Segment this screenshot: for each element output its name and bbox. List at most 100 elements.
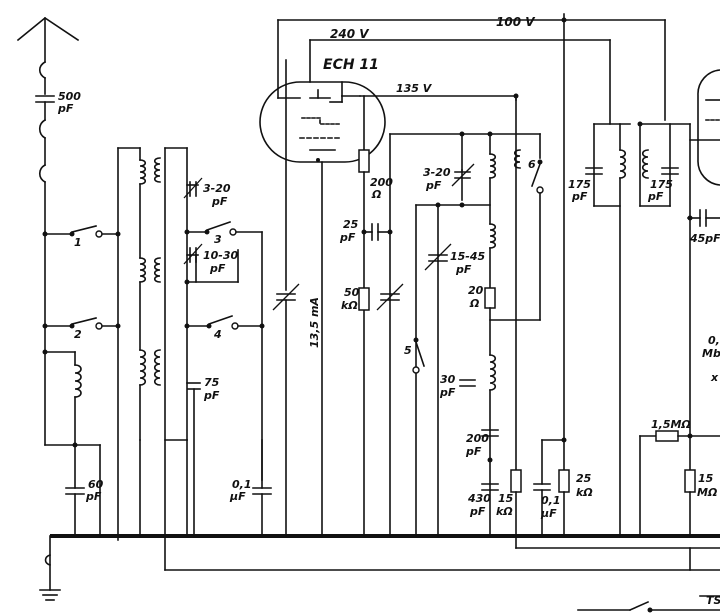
trimmer-3-20-a — [183, 177, 203, 199]
c60-unit: pF — [85, 490, 102, 503]
c25-unit: pF — [339, 231, 356, 244]
c320a-unit: pF — [211, 195, 228, 208]
r200-value: 200 — [370, 176, 393, 189]
capacitor-45pf — [687, 209, 720, 227]
c75-value: 75 — [204, 376, 220, 389]
resistor-15k — [510, 95, 720, 549]
r15m-value: 1,5MΩ — [651, 418, 691, 431]
oscillator-coils — [415, 133, 497, 537]
c1545-value: 15-45 — [450, 250, 486, 263]
resistor-25k — [558, 469, 570, 537]
r15k-value: 15 — [498, 492, 514, 505]
switch-6-label: 6 — [528, 158, 536, 171]
c30-unit: pF — [439, 386, 456, 399]
mb-value: 0, — [708, 334, 720, 347]
trimmer-10-30 — [183, 243, 239, 283]
c320a-value: 3-20 — [203, 182, 231, 195]
r15m2-value: 15 — [698, 472, 714, 485]
c01b-unit: µF — [540, 507, 557, 520]
x-label: x — [710, 371, 719, 384]
r20-value: 20 — [468, 284, 484, 297]
switch-3-label: 3 — [214, 233, 222, 246]
c1030-unit: pF — [209, 262, 226, 275]
trimmer-15-45 — [424, 243, 452, 271]
junction-dots — [42, 93, 693, 463]
capacitor-0-1uf-b — [533, 439, 565, 537]
c175a-unit: pF — [571, 190, 588, 203]
c500-unit: pF — [57, 102, 74, 115]
c30-value: 30 — [440, 373, 456, 386]
r50k-unit: kΩ — [341, 299, 358, 312]
tube-name: ECH 11 — [323, 57, 379, 73]
current-label: 13,5 mA — [308, 297, 321, 348]
r200-unit: Ω — [371, 188, 381, 201]
tuning-capacitor-a — [272, 59, 300, 537]
switch-6 — [489, 133, 544, 321]
switch-3 — [186, 220, 263, 481]
switch-4 — [186, 314, 263, 330]
c01a-unit: µF — [229, 490, 246, 503]
c1030-value: 10-30 — [203, 249, 239, 262]
resistor-1-5m — [639, 430, 720, 537]
tuning-capacitor-b — [376, 283, 404, 311]
capacitor-0-1uf-a — [252, 487, 272, 537]
bottom-switch-partial — [577, 595, 720, 613]
band-coils-primary — [117, 147, 147, 541]
second-tube — [689, 69, 720, 471]
switch-5 — [412, 337, 426, 374]
capacitor-75pf — [186, 382, 201, 390]
switch-1-label: 1 — [74, 236, 82, 249]
r15k-unit: kΩ — [496, 505, 513, 518]
r25k-unit: kΩ — [576, 486, 593, 499]
capacitor-60pf — [65, 444, 85, 537]
c200-unit: pF — [465, 445, 482, 458]
antenna-symbol — [16, 17, 80, 95]
capacitor-25pf — [363, 133, 463, 537]
band-coils-secondary — [153, 147, 188, 571]
capacitor-30pf — [459, 379, 476, 387]
switch-2 — [44, 317, 119, 330]
r15m2-unit: MΩ — [697, 486, 717, 499]
mb-unit: Mb — [702, 347, 720, 360]
trimmer-3-20-b — [451, 163, 475, 187]
ech11-tube — [259, 81, 386, 537]
c430-unit: pF — [469, 505, 486, 518]
capacitor-430pf — [481, 483, 499, 491]
ground-symbol — [39, 535, 61, 601]
r25k-value: 25 — [576, 472, 592, 485]
c200-value: 200 — [466, 432, 489, 445]
c430-value: 430 — [467, 492, 491, 505]
c01a-value: 0,1 — [232, 478, 252, 491]
c500-value: 500 — [58, 90, 81, 103]
return-lines — [164, 547, 720, 571]
if-transformer — [585, 123, 691, 537]
resistor-15m — [684, 469, 696, 537]
switch-5-label: 5 — [404, 344, 412, 357]
voltage-240: 240 V — [330, 27, 370, 41]
input-coil — [44, 351, 82, 446]
ts-label: TS — [706, 594, 720, 607]
voltage-100: 100 V — [496, 15, 536, 29]
c320b-value: 3-20 — [423, 166, 451, 179]
bus-drops — [99, 388, 263, 537]
resistor-50k — [358, 287, 370, 311]
switch-1 — [44, 225, 119, 238]
switch-4-label: 4 — [213, 328, 222, 341]
r50k-value: 50 — [344, 286, 360, 299]
voltage-135: 135 V — [396, 82, 433, 95]
c45-value: 45pF — [689, 232, 720, 245]
c1545-unit: pF — [455, 263, 472, 276]
c175b-value: 175 — [650, 178, 673, 191]
c175a-value: 175 — [568, 178, 591, 191]
c75-unit: pF — [203, 389, 220, 402]
c25-value: 25 — [343, 218, 359, 231]
capacitor-500pf — [35, 95, 55, 233]
c175b-unit: pF — [647, 190, 664, 203]
switch-2-label: 2 — [74, 328, 82, 341]
supply-lines — [277, 13, 666, 471]
c01b-value: 0,1 — [541, 494, 561, 507]
c320b-unit: pF — [425, 179, 442, 192]
capacitor-200pf — [481, 429, 499, 437]
